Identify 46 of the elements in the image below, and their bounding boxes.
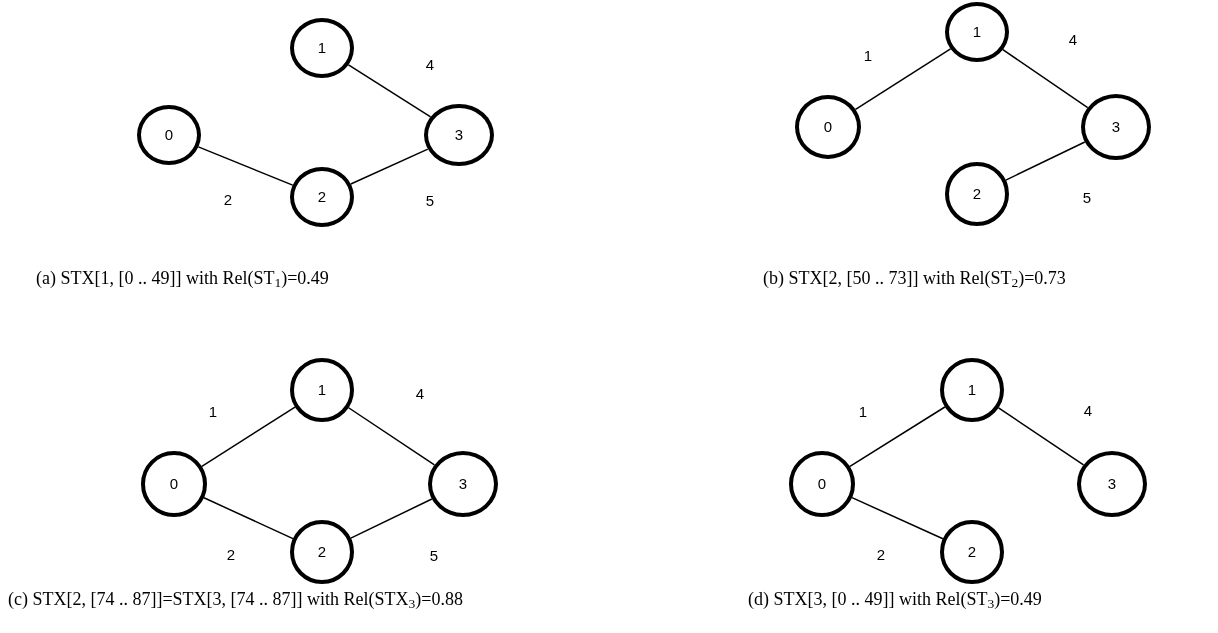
- edge-line: [350, 148, 429, 185]
- edge-line: [350, 498, 433, 539]
- edge-weight-label: 4: [415, 385, 425, 401]
- subfigure-caption: (d) STX[3, [0 .. 49]] with Rel(ST$_{3}$)=0.49: [748, 588, 1042, 611]
- edge-weight-label: 2: [226, 546, 236, 562]
- edge-line: [201, 406, 296, 468]
- graph-node-circle: 0: [789, 451, 855, 517]
- graph-node-circle: 2: [290, 167, 354, 227]
- graph-node-circle: 2: [290, 520, 354, 584]
- edge-line: [347, 64, 432, 118]
- graph-node-circle: 1: [290, 18, 354, 78]
- edge-line: [1005, 141, 1086, 181]
- graph-node-circle: 2: [945, 162, 1009, 226]
- edge-weight-label: 1: [858, 403, 868, 419]
- edge-weight-label: 2: [223, 191, 233, 207]
- edge-line: [854, 48, 952, 111]
- graph-node-circle: 0: [795, 95, 861, 159]
- edge-line: [197, 146, 294, 186]
- edge-line: [997, 407, 1085, 466]
- edge-weight-label: 5: [425, 192, 435, 208]
- edge-line: [851, 496, 944, 540]
- graph-node-circle: 3: [428, 451, 498, 517]
- edge-line: [203, 497, 294, 540]
- graph-node-circle: 3: [1077, 451, 1147, 517]
- subfigure-caption: (b) STX[2, [50 .. 73]] with Rel(ST$_{2}$)=0.73: [763, 267, 1066, 290]
- subfigure-caption: (a) STX[1, [0 .. 49]] with Rel(ST$_{1}$)=0.49: [36, 267, 329, 290]
- edge-line: [1002, 48, 1089, 109]
- graph-node-circle: 1: [290, 358, 354, 422]
- subfigure-caption: (c) STX[2, [74 .. 87]]=STX[3, [74 .. 87]] with Rel(STX$_{3}$)=0.88: [8, 588, 463, 611]
- edge-line: [849, 406, 946, 468]
- edge-weight-label: 4: [425, 56, 435, 72]
- edge-line: [347, 407, 436, 466]
- graph-node-circle: 2: [940, 520, 1004, 584]
- graph-node-circle: 1: [945, 2, 1009, 62]
- graph-node-circle: 3: [424, 104, 494, 166]
- graph-node-circle: 1: [940, 358, 1004, 422]
- edge-weight-label: 2: [876, 546, 886, 562]
- edge-weight-label: 5: [1082, 189, 1092, 205]
- edge-weight-label: 4: [1068, 31, 1078, 47]
- edge-weight-label: 5: [429, 547, 439, 563]
- edge-weight-label: 1: [208, 403, 218, 419]
- edge-weight-label: 4: [1083, 402, 1093, 418]
- graph-node-circle: 3: [1081, 94, 1151, 160]
- graph-node-circle: 0: [137, 105, 201, 165]
- graph-node-circle: 0: [141, 451, 207, 517]
- edge-weight-label: 1: [863, 47, 873, 63]
